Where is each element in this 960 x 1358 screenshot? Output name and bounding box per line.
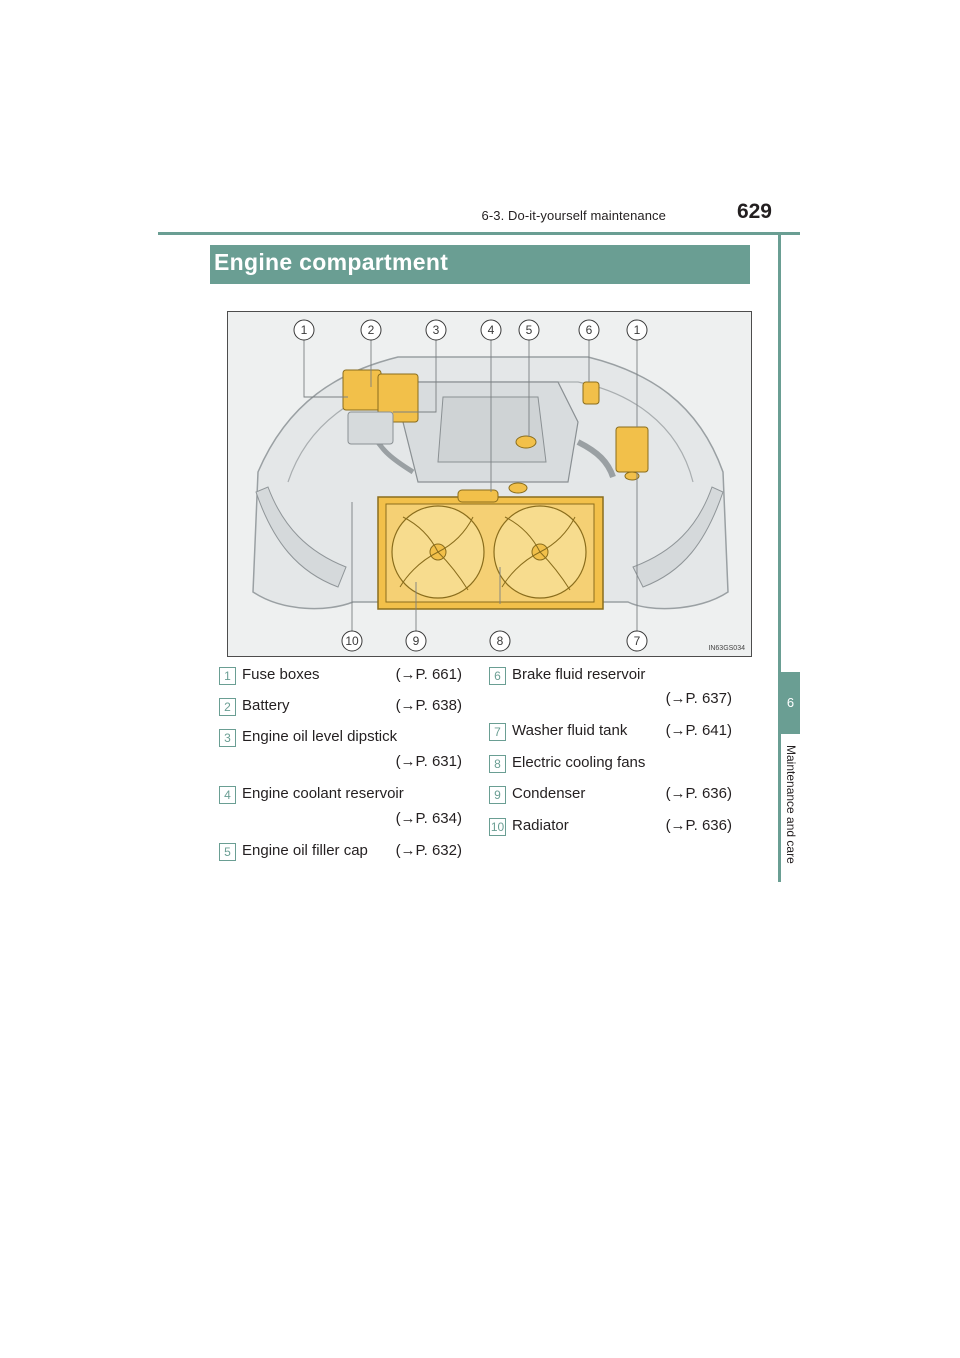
engine-illustration-svg: 1 2 3 4 5 6 1 10 9 8 7 <box>252 319 729 652</box>
figure-code: IN63GS034 <box>708 645 745 652</box>
chapter-tab: 6 <box>781 672 800 734</box>
running-header-section: 6-3. Do-it-yourself maintenance <box>481 208 666 223</box>
callout-3: 3 <box>433 323 440 337</box>
callout-5: 5 <box>526 323 533 337</box>
legend-ref: (→P. 636) <box>665 817 732 834</box>
callout-7: 7 <box>634 634 641 648</box>
legend-label-cooling-fans: Electric cooling fans <box>512 754 646 771</box>
legend-label-dipstick: Engine oil level dipstick <box>242 728 398 745</box>
legend-number: 7 <box>489 723 506 741</box>
legend-number: 3 <box>219 729 236 747</box>
callout-6: 6 <box>586 323 593 337</box>
engine-compartment-illustration: 1 2 3 4 5 6 1 10 9 8 7 IN63GS034 <box>227 311 752 657</box>
legend-label-washer-fluid: Washer fluid tank <box>512 722 628 739</box>
legend-label-battery: Battery <box>242 697 290 714</box>
legend-ref: (→P. 637) <box>665 690 732 707</box>
legend-label-coolant-reservoir: Engine coolant reservoir <box>242 785 404 802</box>
legend-label-brake-fluid: Brake fluid reservoir <box>512 666 646 683</box>
chapter-title: Maintenance and care <box>784 745 798 864</box>
legend-number: 6 <box>489 667 506 685</box>
page-number: 629 <box>736 200 772 223</box>
legend-ref: (→P. 636) <box>665 785 732 802</box>
legend-label-radiator: Radiator <box>512 817 569 834</box>
section-title-bar <box>210 245 750 284</box>
callout-8: 8 <box>497 634 504 648</box>
legend-number: 8 <box>489 755 506 773</box>
legend-number: 1 <box>219 667 236 685</box>
legend-number: 5 <box>219 843 236 861</box>
legend-label-condenser: Condenser <box>512 785 586 802</box>
header-rule <box>158 232 800 235</box>
callout-10: 10 <box>345 634 359 648</box>
callout-1-right: 1 <box>634 323 641 337</box>
callout-1-left: 1 <box>301 323 308 337</box>
callout-2: 2 <box>368 323 375 337</box>
legend-ref: (→P. 634) <box>395 810 462 827</box>
side-rule <box>778 232 781 882</box>
chapter-side-label: Maintenance and care <box>780 745 802 885</box>
legend-ref: (→P. 631) <box>395 753 462 770</box>
legend-ref: (→P. 638) <box>395 697 462 714</box>
legend-number: 2 <box>219 698 236 716</box>
legend-number: 10 <box>489 818 506 836</box>
legend-number: 4 <box>219 786 236 804</box>
callout-4: 4 <box>488 323 495 337</box>
callout-9: 9 <box>413 634 420 648</box>
legend-label-fuse-boxes: Fuse boxes <box>242 666 320 683</box>
legend-label-oil-filler-cap: Engine oil filler cap <box>242 842 368 859</box>
legend-number: 9 <box>489 786 506 804</box>
legend-ref: (→P. 641) <box>665 722 732 739</box>
section-title: Engine compartment <box>214 249 449 275</box>
legend-ref: (→P. 632) <box>395 842 462 859</box>
legend-ref: (→P. 661) <box>395 666 462 683</box>
